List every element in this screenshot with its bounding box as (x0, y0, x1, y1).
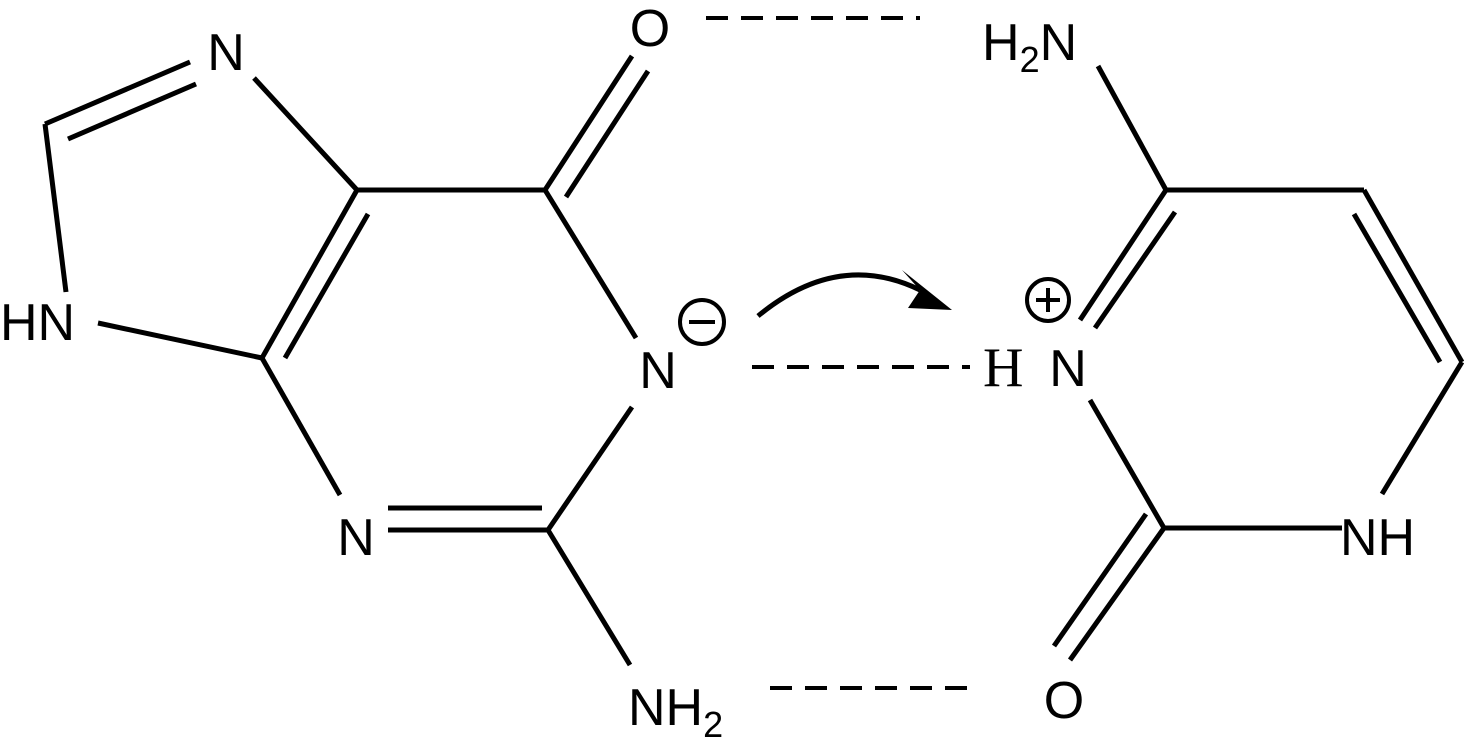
atom-h-proton: H (983, 337, 1023, 399)
atom-n7: N (207, 24, 245, 82)
bond-c4-n3 (259, 356, 343, 497)
atom-nh2: NH2 (628, 679, 723, 740)
atom-o2: O (1044, 672, 1084, 730)
bond-c6-o (542, 54, 635, 192)
bond-nh2-c4 (1095, 64, 1169, 192)
left-molecule: N HN O N N NH2 (0, 0, 726, 740)
bond-c5-c6-double (1351, 212, 1443, 364)
atom-nh1: NH (1340, 509, 1415, 567)
bond-c6-n1 (542, 188, 639, 340)
right-molecule: H2N H N NH O (982, 14, 1464, 730)
atom-n3-cation: N (1049, 340, 1087, 398)
bond-c2-o (1067, 526, 1167, 662)
hydrogen-bonds (706, 16, 980, 690)
bond-n3-c4-double (1092, 210, 1178, 330)
atom-n3: N (337, 509, 375, 567)
bond-c2-o-double (1051, 512, 1149, 648)
atom-h2n-h: H (982, 14, 1020, 72)
atom-n1-anion: N (639, 342, 677, 400)
atom-nh2-subscript: 2 (703, 704, 723, 740)
proton-transfer-arrow-icon (756, 270, 952, 318)
bond-c6-o-double (563, 69, 651, 199)
bond-c8-n9 (42, 123, 69, 293)
bond-c2-nh2 (545, 528, 633, 667)
atom-h2n: H2N (982, 14, 1077, 80)
atom-o6: O (630, 0, 670, 58)
bond-n7-c5 (252, 76, 359, 192)
atom-hn9: HN (0, 294, 75, 352)
bond-n1-c2 (545, 405, 635, 532)
bond-c5-c6 (1361, 188, 1464, 364)
bond-n3-c4 (1077, 188, 1169, 322)
atom-h2n-n: N (1040, 14, 1078, 72)
positive-charge-icon (1025, 277, 1071, 323)
bond-c2-n3 (1087, 398, 1167, 530)
bond-n7-c8-double (67, 81, 197, 142)
bond-c6-n1 (1379, 360, 1464, 496)
bond-c5-c4 (259, 188, 360, 360)
atom-h2n-subscript: 2 (1020, 39, 1040, 80)
negative-charge-icon (678, 298, 726, 346)
bond-n7-c8 (44, 59, 191, 127)
atom-nh2-main: NH (628, 679, 703, 737)
bond-c5-c4-double (282, 212, 371, 360)
bond-n9-c4 (97, 320, 263, 361)
